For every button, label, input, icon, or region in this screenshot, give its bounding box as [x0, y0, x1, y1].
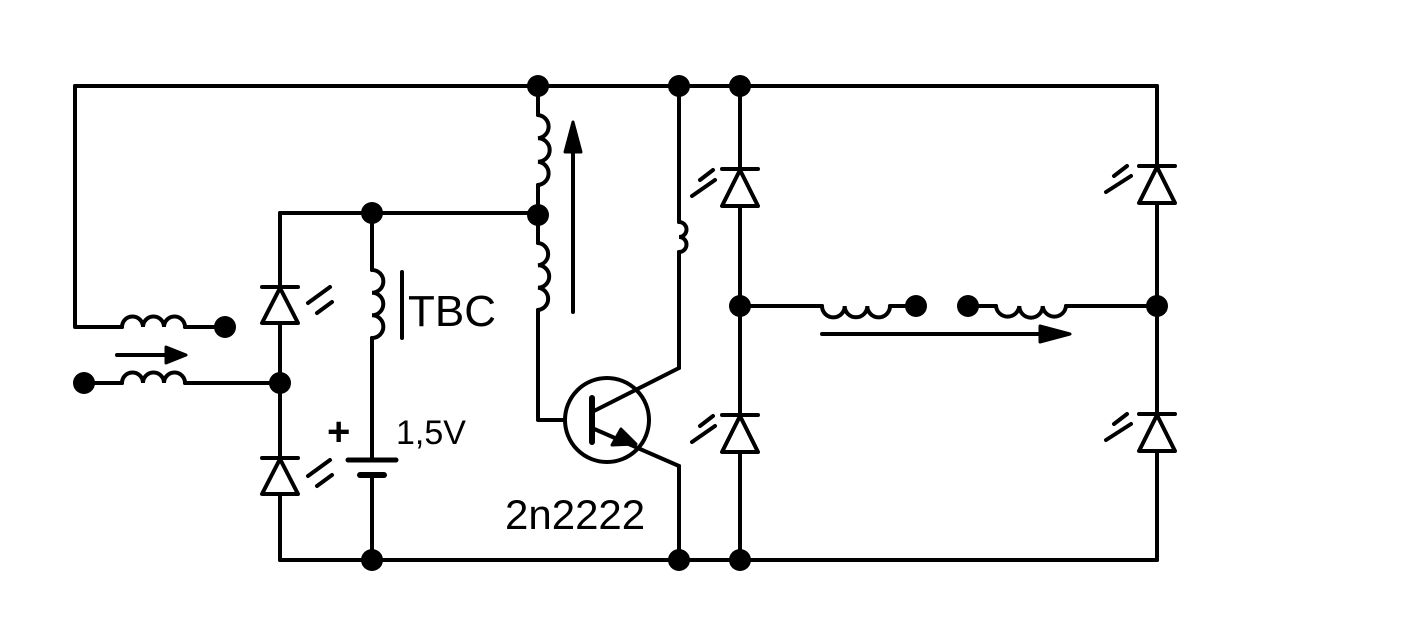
- junction-dot: [527, 75, 549, 97]
- junction-dot: [668, 75, 690, 97]
- led-bridge-bottom-right: [1104, 412, 1177, 453]
- left-loop-wire: [73, 84, 124, 329]
- junction-dot: [729, 75, 751, 97]
- primary-coil-lower: [536, 241, 552, 312]
- battery: [345, 457, 399, 478]
- tbc-coil: [370, 268, 386, 340]
- led-bridge-bottom-left: [690, 413, 760, 454]
- junction-dot: [214, 316, 236, 338]
- junction-dot: [668, 549, 690, 571]
- current-arrow-up: [563, 120, 583, 314]
- junction-dot: [905, 295, 927, 317]
- input-arrow: [115, 345, 188, 365]
- base-feed-wire: [536, 308, 567, 422]
- secondary-pickup-coil: [677, 220, 689, 254]
- wires: [73, 84, 1159, 562]
- output-coil-b: [994, 304, 1068, 320]
- transistor-emitter: [590, 426, 681, 468]
- battery-voltage-label: 1,5V: [396, 414, 466, 452]
- junction-dot: [361, 202, 383, 224]
- junction-dot: [527, 204, 549, 226]
- transistor-body: [563, 376, 651, 464]
- primary-coil-upper: [536, 113, 552, 187]
- junction-dot: [73, 372, 95, 394]
- led-left-lower: [260, 456, 334, 496]
- led-left-upper: [260, 285, 334, 325]
- led-bridge-top-right: [1104, 164, 1177, 205]
- transistor-collector: [590, 366, 681, 414]
- junction-dot: [729, 295, 751, 317]
- junction-dot: [269, 372, 291, 394]
- emitter-arrow: [610, 427, 638, 447]
- junction-dot: [361, 549, 383, 571]
- output-coil-a: [820, 304, 892, 320]
- junction-dot: [1146, 295, 1168, 317]
- junction-dot: [729, 549, 751, 571]
- input-coil: [120, 370, 187, 385]
- transistor-2n2222: [563, 366, 681, 468]
- pickup-coil: [120, 314, 187, 329]
- transistor-label: 2n2222: [505, 491, 645, 538]
- battery-polarity-label: +: [327, 410, 350, 454]
- output-arrow: [820, 324, 1072, 344]
- led-bridge-top-left: [690, 167, 760, 208]
- tbc-label: TBC: [408, 287, 496, 336]
- junction-dot: [957, 295, 979, 317]
- junction-dots: [73, 75, 1168, 571]
